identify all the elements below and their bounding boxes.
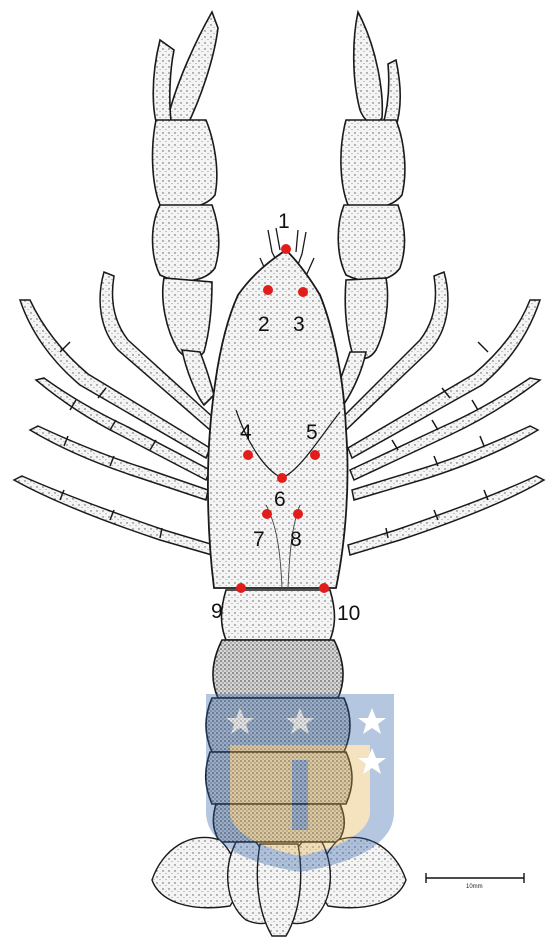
left-cheliped (153, 12, 219, 405)
landmark-label-6: 6 (274, 488, 286, 511)
watermark-seal (206, 694, 394, 872)
scale-bar (426, 873, 524, 883)
landmark-point-7 (262, 509, 272, 519)
landmark-label-7: 7 (253, 528, 265, 551)
landmark-label-3: 3 (293, 313, 305, 336)
landmark-label-4: 4 (240, 421, 252, 444)
landmark-label-1: 1 (278, 210, 290, 233)
landmark-point-6 (277, 473, 287, 483)
landmark-point-5 (310, 450, 320, 460)
landmark-point-8 (293, 509, 303, 519)
right-cheliped (334, 12, 405, 404)
landmark-label-5: 5 (306, 421, 318, 444)
landmark-label-10: 10 (337, 602, 360, 625)
landmark-label-2: 2 (258, 313, 270, 336)
landmark-point-4 (243, 450, 253, 460)
carapace (208, 250, 348, 588)
landmark-label-9: 9 (211, 600, 223, 623)
landmark-point-3 (298, 287, 308, 297)
landmark-point-1 (281, 244, 291, 254)
landmark-point-9 (236, 583, 246, 593)
scale-bar-label: 10mm (466, 884, 483, 890)
landmark-point-10 (319, 583, 329, 593)
landmark-label-8: 8 (290, 528, 302, 551)
landmark-point-2 (263, 285, 273, 295)
